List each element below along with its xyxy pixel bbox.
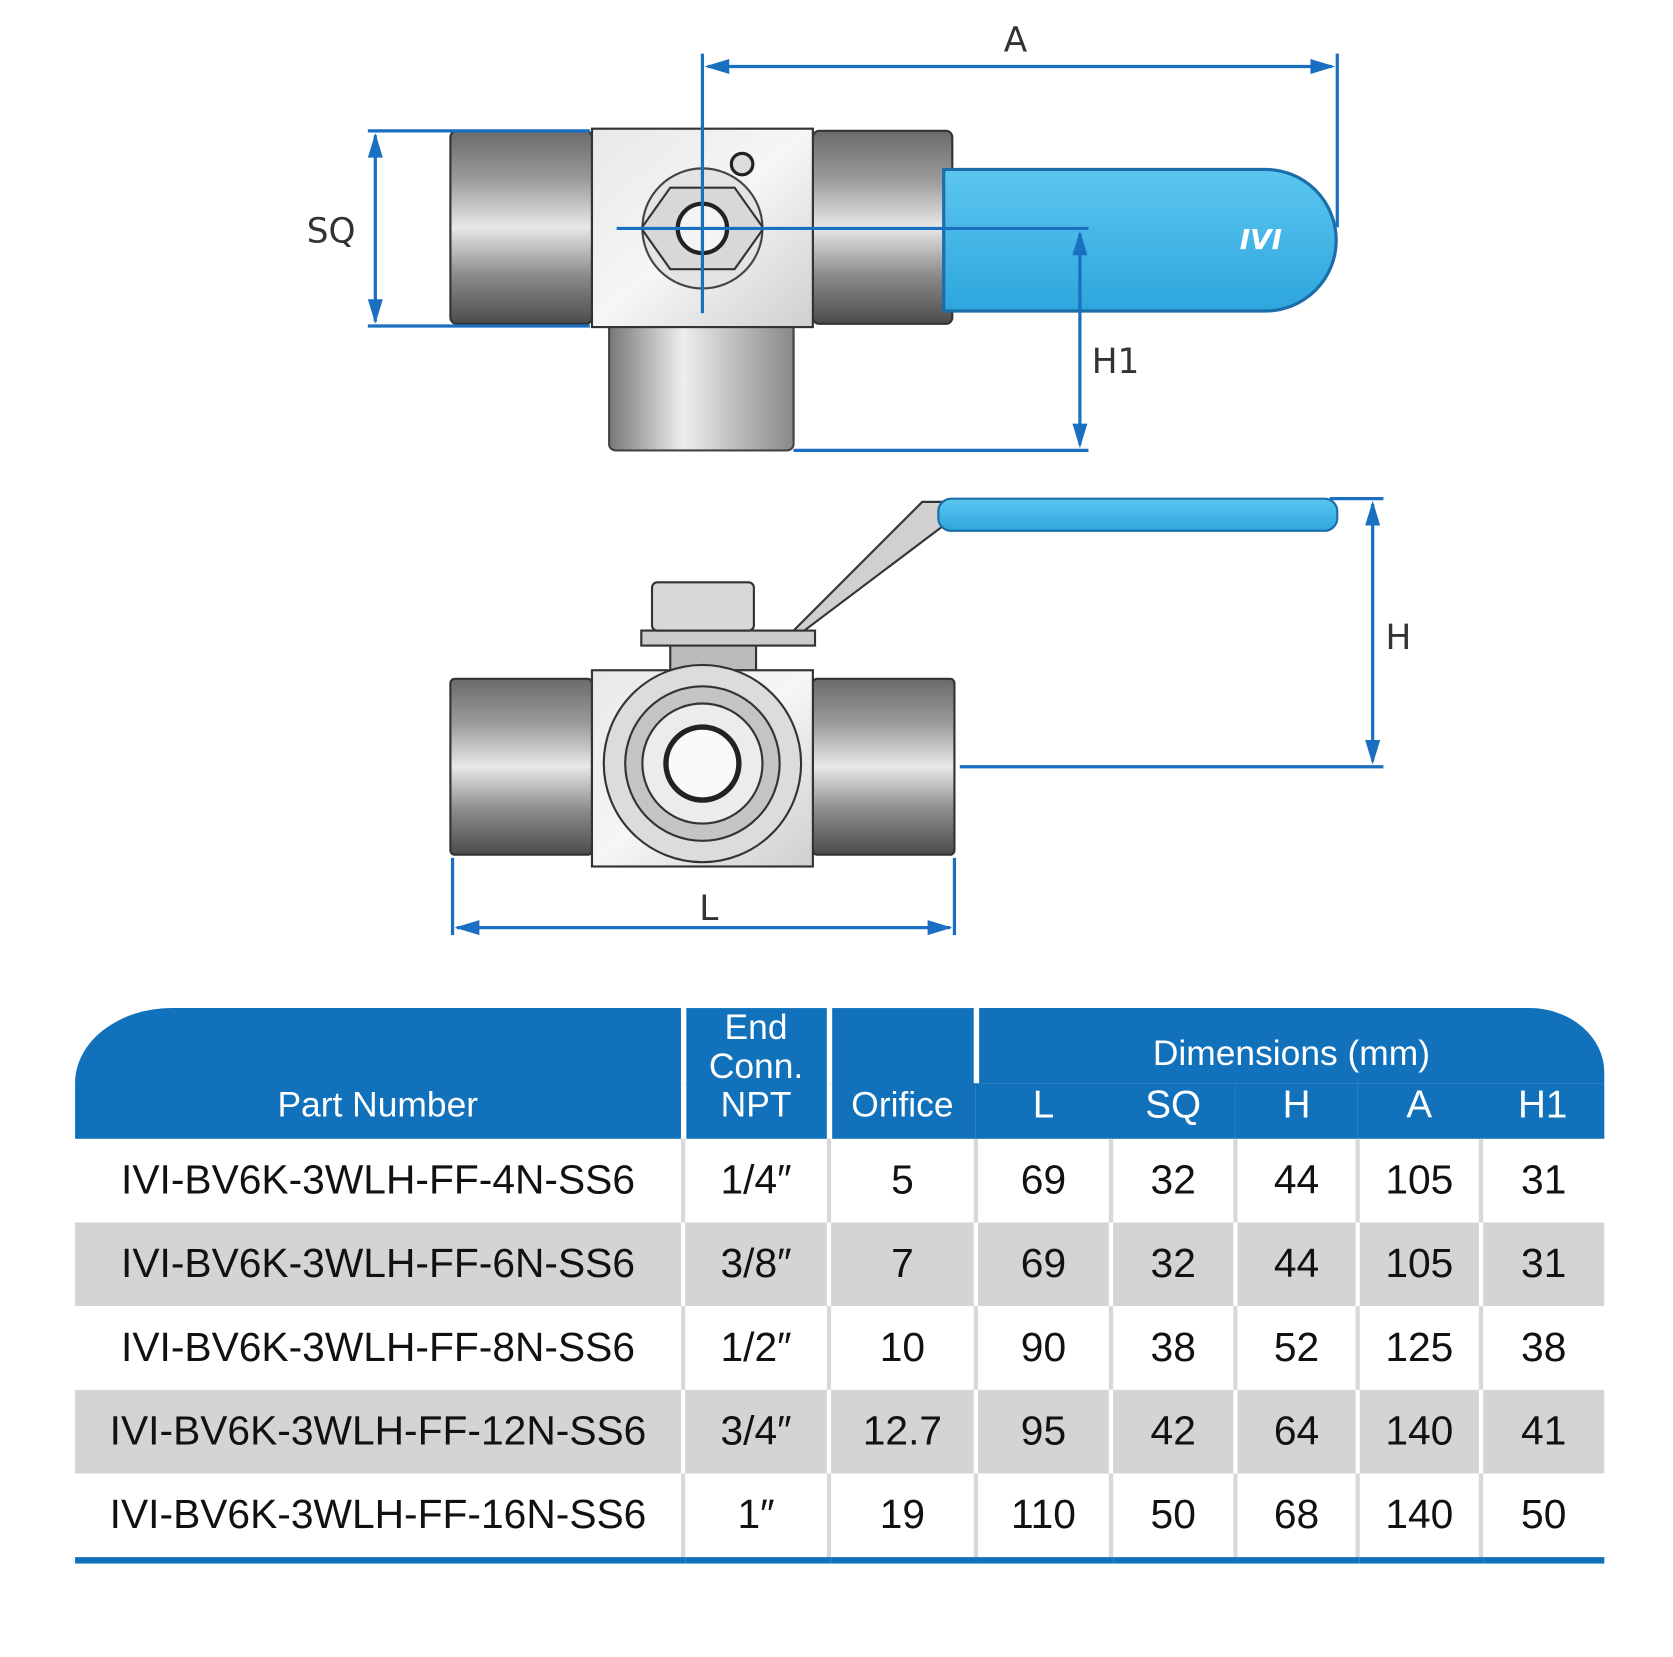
bottom-port — [608, 320, 795, 452]
dim-label-h: H — [1386, 618, 1412, 658]
handle-logo: IVI — [1240, 223, 1282, 256]
cell-orifice: 5 — [826, 1138, 976, 1223]
handle-side — [937, 497, 1339, 532]
cell-orifice: 7 — [826, 1222, 976, 1307]
dim-label-sq: SQ — [307, 211, 356, 251]
cell-l: 69 — [973, 1222, 1112, 1307]
header-end-conn-line1: End — [724, 1006, 788, 1047]
side-right-body — [811, 677, 956, 856]
cell-end-conn: 3/8″ — [680, 1222, 829, 1307]
cell-part-number: IVI-BV6K-3WLH-FF-6N-SS6 — [75, 1222, 684, 1307]
cell-h: 44 — [1233, 1222, 1358, 1307]
dim-label-l: L — [699, 889, 718, 929]
side-view — [449, 497, 1339, 868]
left-body — [449, 129, 594, 325]
cell-l: 95 — [973, 1389, 1112, 1474]
header-part-number: Part Number — [75, 1008, 684, 1139]
cell-sq: 50 — [1108, 1473, 1236, 1564]
cell-part-number: IVI-BV6K-3WLH-FF-16N-SS6 — [75, 1473, 684, 1564]
cell-a: 125 — [1355, 1306, 1481, 1390]
cell-h: 64 — [1233, 1389, 1358, 1474]
cell-part-number: IVI-BV6K-3WLH-FF-8N-SS6 — [75, 1306, 684, 1390]
cell-orifice: 19 — [826, 1473, 976, 1564]
cell-orifice: 10 — [826, 1306, 976, 1390]
washer — [640, 629, 817, 647]
port-bore — [663, 724, 742, 803]
cell-a: 105 — [1355, 1222, 1481, 1307]
cell-end-conn: 1″ — [680, 1473, 829, 1564]
cell-h1: 50 — [1478, 1473, 1605, 1564]
cell-h1: 31 — [1478, 1222, 1605, 1307]
side-left-body — [449, 677, 594, 856]
cell-end-conn: 1/4″ — [680, 1138, 829, 1223]
cell-sq: 32 — [1108, 1138, 1236, 1223]
cell-a: 140 — [1355, 1389, 1481, 1474]
header-l: L — [975, 1083, 1112, 1139]
dim-label-h1: H1 — [1092, 342, 1140, 382]
header-orifice: Orifice — [826, 1008, 976, 1139]
cell-l: 110 — [973, 1473, 1112, 1564]
cell-sq: 32 — [1108, 1222, 1236, 1307]
header-sq: SQ — [1111, 1083, 1236, 1139]
cell-part-number: IVI-BV6K-3WLH-FF-12N-SS6 — [75, 1389, 684, 1474]
cell-h: 44 — [1233, 1138, 1358, 1223]
header-end-conn-line3: NPT — [720, 1084, 792, 1124]
cell-part-number: IVI-BV6K-3WLH-FF-4N-SS6 — [75, 1138, 684, 1223]
cell-h: 52 — [1233, 1306, 1358, 1390]
cell-a: 140 — [1355, 1473, 1481, 1564]
cell-l: 90 — [973, 1306, 1112, 1390]
header-dimensions: Dimensions (mm) — [973, 1008, 1605, 1084]
dim-label-a: A — [1004, 20, 1028, 60]
cell-sq: 38 — [1108, 1306, 1236, 1390]
dimension-lines — [367, 53, 1384, 936]
header-a: A — [1357, 1083, 1481, 1139]
stop-pin — [729, 151, 755, 177]
top-view: IVI — [449, 127, 1338, 452]
valve-diagram: IVI A SQ H1 — [307, 20, 1412, 936]
header-h: H — [1235, 1083, 1358, 1139]
cell-h1: 31 — [1478, 1138, 1605, 1223]
cell-end-conn: 3/4″ — [680, 1389, 829, 1474]
cell-sq: 42 — [1108, 1389, 1236, 1474]
header-end-conn-line2: Conn. — [708, 1045, 804, 1086]
cell-h: 68 — [1233, 1473, 1358, 1564]
cell-h1: 38 — [1478, 1306, 1605, 1390]
handle-arm — [750, 500, 945, 632]
handle-top — [942, 167, 1338, 313]
cell-h1: 41 — [1478, 1389, 1605, 1474]
cell-end-conn: 1/2″ — [680, 1306, 829, 1390]
cell-a: 105 — [1355, 1138, 1481, 1223]
stem-nut — [650, 581, 755, 632]
cell-l: 69 — [973, 1138, 1112, 1223]
header-h1: H1 — [1480, 1083, 1605, 1139]
cell-orifice: 12.7 — [826, 1389, 976, 1474]
